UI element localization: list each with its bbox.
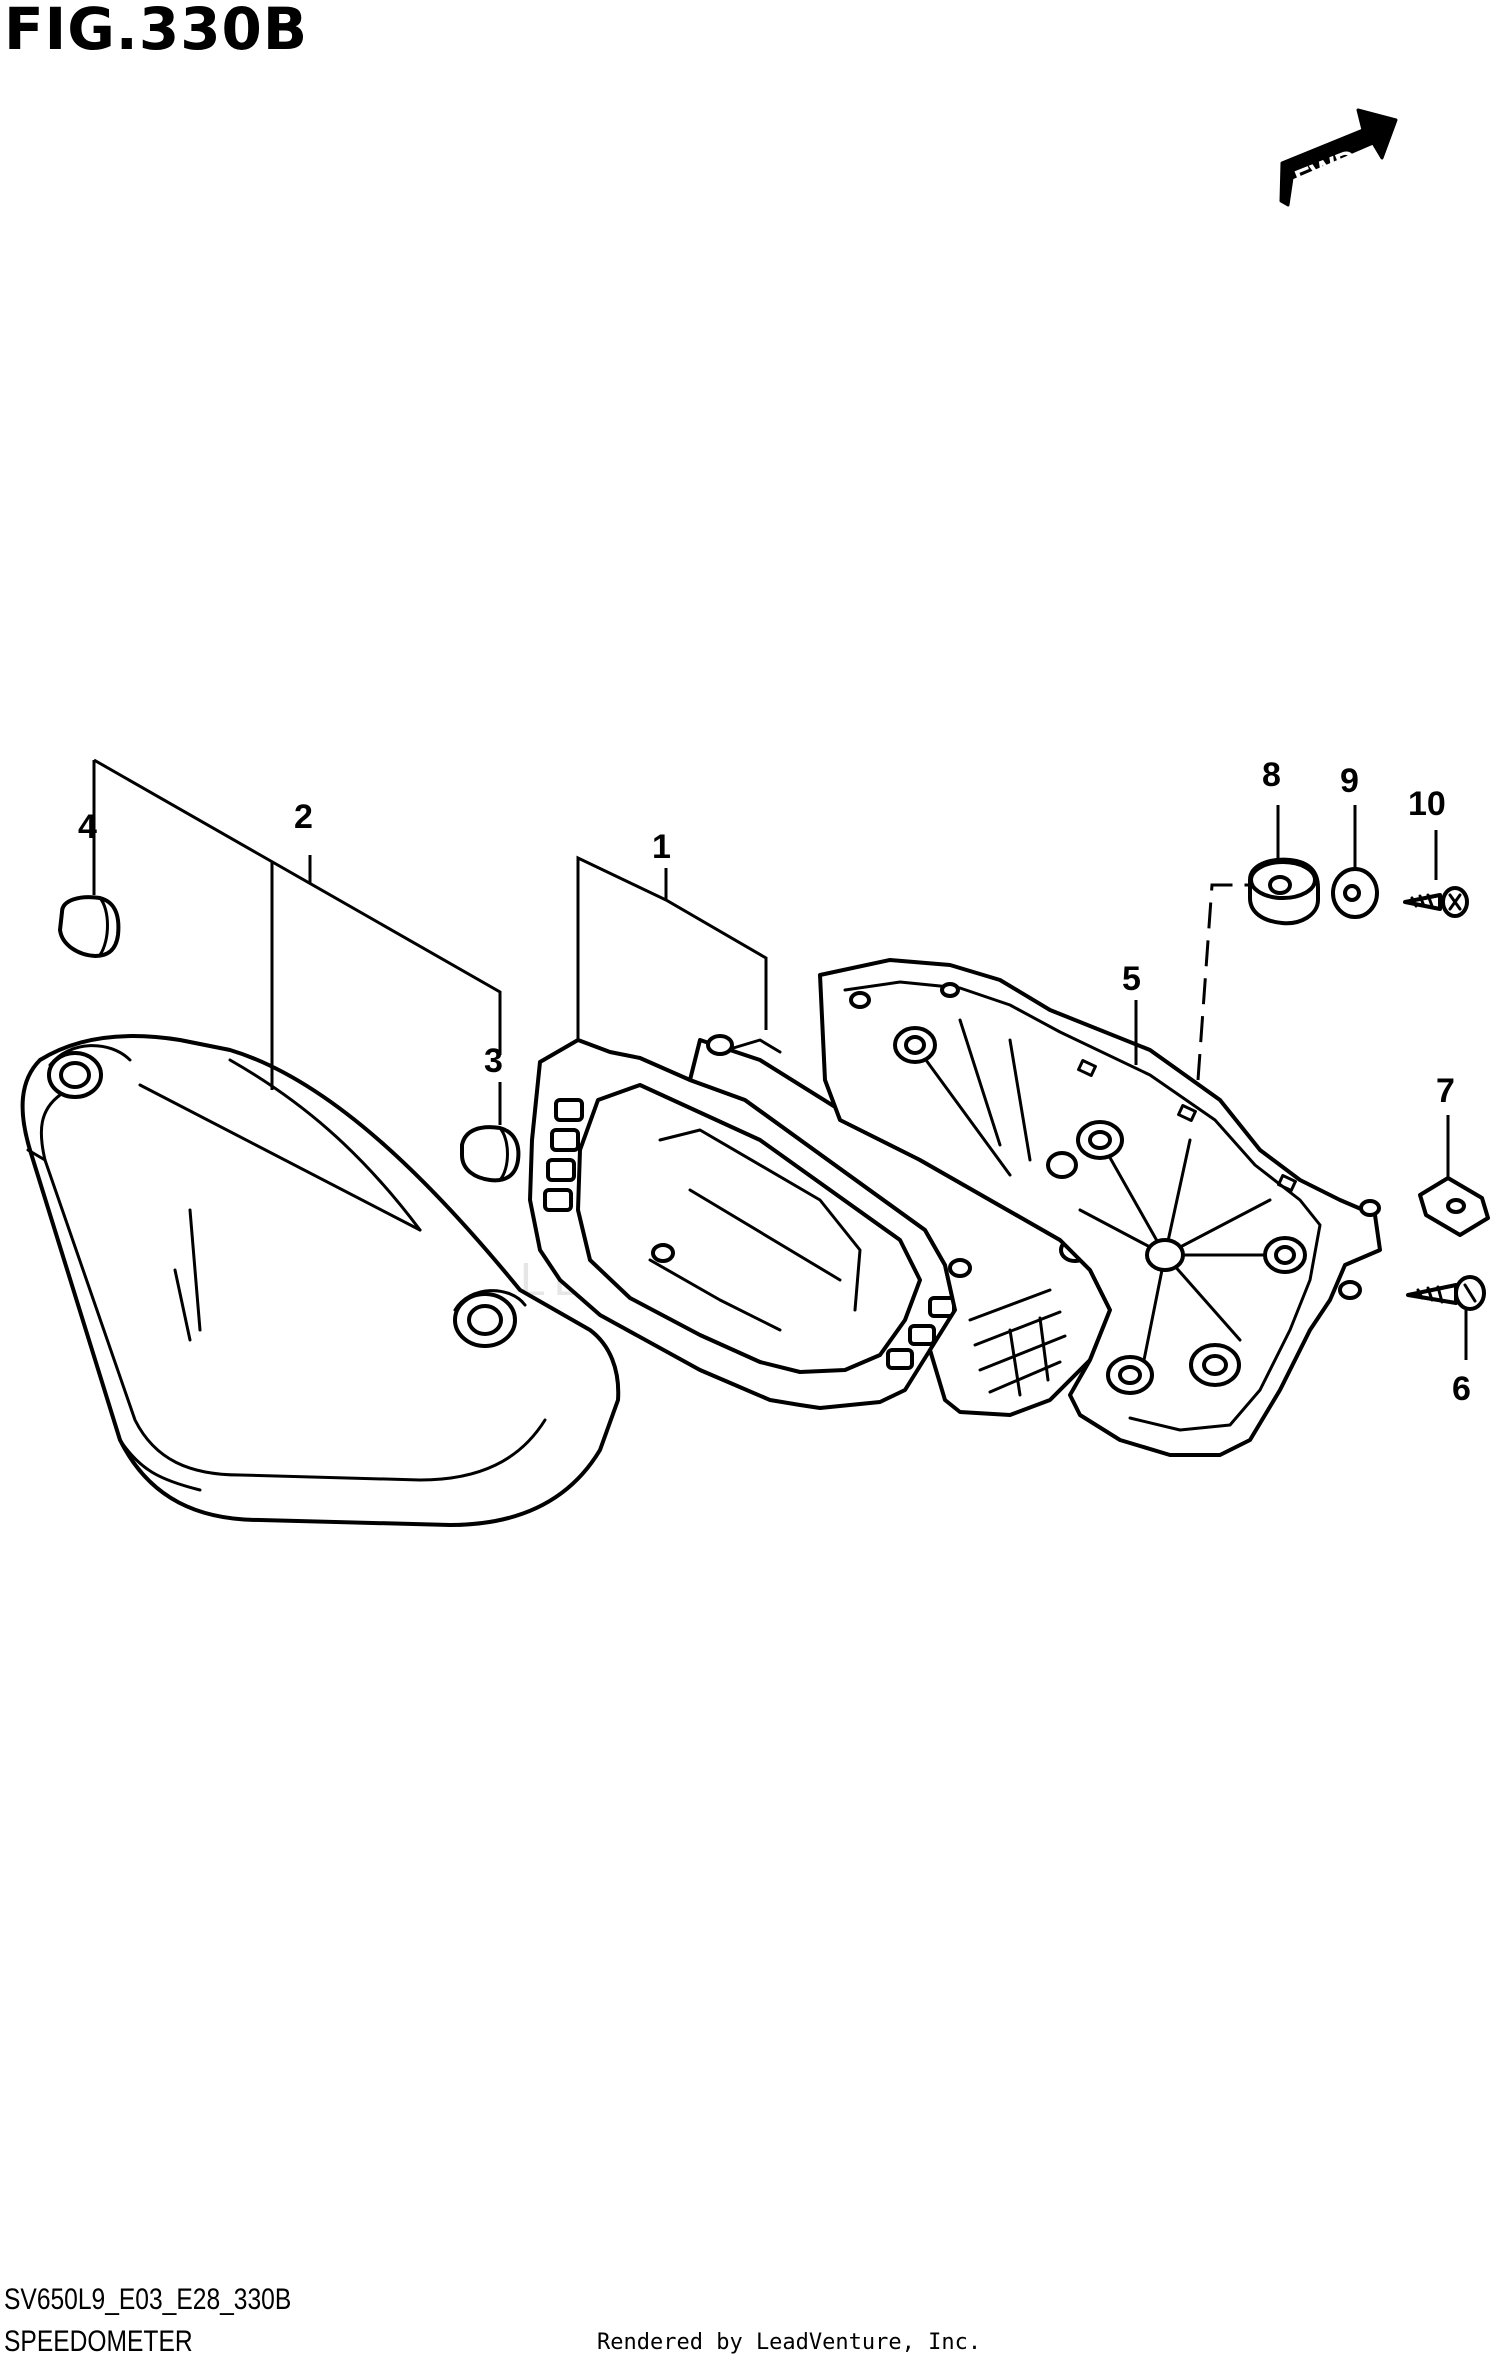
part-4-grommet xyxy=(58,895,121,958)
callout-2: 2 xyxy=(294,798,313,836)
callout-3: 3 xyxy=(484,1042,503,1080)
callout-1: 1 xyxy=(652,828,671,866)
callout-6: 6 xyxy=(1452,1370,1471,1408)
diagram-caption: SPEEDOMETER xyxy=(4,2325,193,2358)
part-6-screw xyxy=(1406,1275,1486,1311)
part-10-screw xyxy=(1403,886,1469,918)
callout-7: 7 xyxy=(1436,1072,1455,1110)
part-5-rear-case xyxy=(818,958,1382,1457)
callout-labels: 1 2 3 4 5 6 7 8 9 10 xyxy=(78,756,1471,1408)
part-1-speedometer-assembly xyxy=(528,1034,1112,1417)
callout-9: 9 xyxy=(1340,762,1359,800)
render-credit: Rendered by LeadVenture, Inc. xyxy=(597,2330,982,2355)
part-3-grommet xyxy=(460,1125,521,1183)
part-8-cushion xyxy=(1248,857,1320,926)
leader-lines xyxy=(92,758,1468,1360)
part-2-meter-cover xyxy=(20,1034,621,1527)
callout-10: 10 xyxy=(1408,785,1446,823)
part-7-clip xyxy=(1418,1176,1490,1237)
figure-title: FIG.330B xyxy=(4,0,309,63)
part-9-washer xyxy=(1331,867,1379,919)
callout-5: 5 xyxy=(1122,960,1141,998)
callout-4: 4 xyxy=(78,808,97,846)
callout-8: 8 xyxy=(1262,756,1281,794)
fwd-arrow-icon: FWD xyxy=(1279,108,1398,207)
model-code: SV650L9_E03_E28_330B xyxy=(4,2283,292,2316)
